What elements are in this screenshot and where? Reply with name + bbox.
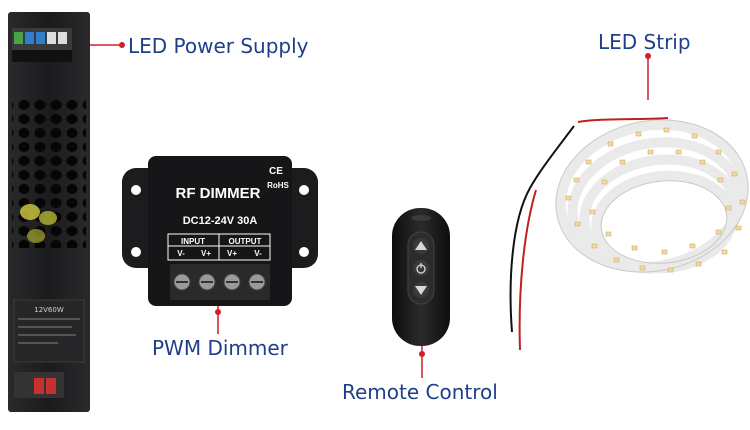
remote-up-button (413, 238, 429, 254)
ce-mark: CE (269, 166, 283, 177)
pwm-dimmer-label: PWM Dimmer (152, 336, 288, 360)
led-strip-label: LED Strip (598, 30, 691, 54)
terminal-label: V+ (227, 249, 237, 258)
output-label: OUTPUT (229, 237, 262, 246)
remote-control-label: Remote Control (342, 380, 498, 404)
remote-down-button (413, 282, 429, 298)
input-label: INPUT (181, 237, 205, 246)
terminal-label: V+ (201, 249, 211, 258)
dimmer-rating: DC12-24V 30A (183, 215, 258, 227)
power-supply-label: LED Power Supply (128, 34, 309, 58)
led-strip-pointer (645, 53, 651, 100)
remote-control (392, 208, 450, 346)
vent-grid (12, 98, 86, 248)
led-chips (565, 127, 746, 273)
power-supply-model: 12V60W (34, 306, 64, 314)
led-power-supply: 12V60W (8, 12, 90, 412)
dimmer-pointer (215, 306, 221, 334)
rf-dimmer: RF DIMMER CE RoHS DC12-24V 30A INPUT OUT… (122, 156, 318, 306)
remote-pointer (419, 346, 425, 378)
led-strip (509, 117, 749, 351)
terminal-label: V- (177, 249, 185, 258)
rohs-mark: RoHS (267, 181, 289, 190)
power-icon (413, 260, 429, 276)
power-supply-pointer (90, 42, 125, 48)
screw-terminals (173, 273, 266, 291)
dimmer-title: RF DIMMER (176, 185, 261, 202)
terminal-label: V- (254, 249, 262, 258)
